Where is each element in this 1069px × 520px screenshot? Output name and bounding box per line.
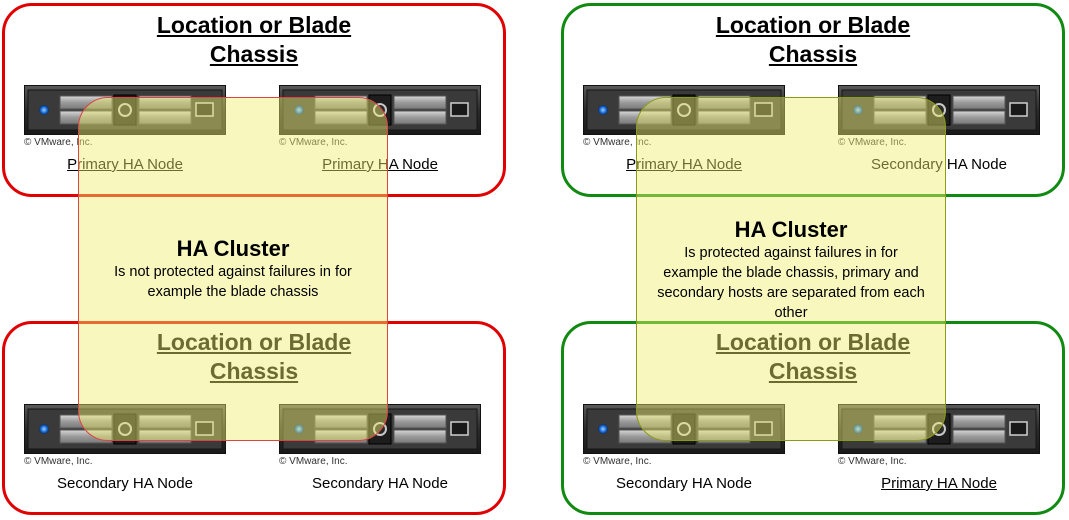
ha-cluster-label: HA Cluster Is not protected against fail…: [78, 236, 388, 302]
server-copyright: © VMware, Inc.: [24, 456, 93, 467]
node-label-primary: Primary HA Node: [322, 156, 438, 173]
cluster-description: Is not protected against failures in for…: [114, 264, 352, 300]
node-label-primary: Primary HA Node: [67, 156, 183, 173]
ha-cluster-overlay: [78, 97, 388, 441]
server-icon: [583, 404, 785, 454]
cluster-title: HA Cluster: [734, 217, 848, 242]
server-copyright: © VMware, Inc.: [279, 456, 348, 467]
node-label-secondary: Secondary HA Node: [312, 475, 448, 492]
server-icon: [24, 404, 226, 454]
server-icon: [583, 85, 785, 135]
server-copyright: © VMware, Inc.: [838, 137, 907, 148]
server-copyright: © VMware, Inc.: [583, 137, 652, 148]
server-copyright: © VMware, Inc.: [838, 456, 907, 467]
cluster-title: HA Cluster: [176, 236, 290, 261]
node-label-secondary: Secondary HA Node: [57, 475, 193, 492]
ha-cluster-label: HA Cluster Is protected against failures…: [636, 217, 946, 323]
server-copyright: © VMware, Inc.: [279, 137, 348, 148]
node-label-primary: Primary HA Node: [626, 156, 742, 173]
node-label-secondary: Secondary HA Node: [616, 475, 752, 492]
server-icon: [838, 404, 1040, 454]
server-icon: [279, 404, 481, 454]
node-label-secondary: Secondary HA Node: [871, 156, 1007, 173]
server-copyright: © VMware, Inc.: [583, 456, 652, 467]
server-copyright: © VMware, Inc.: [24, 137, 93, 148]
node-label-primary: Primary HA Node: [881, 475, 997, 492]
ha-cluster-overlay: [636, 97, 946, 441]
server-icon: [24, 85, 226, 135]
